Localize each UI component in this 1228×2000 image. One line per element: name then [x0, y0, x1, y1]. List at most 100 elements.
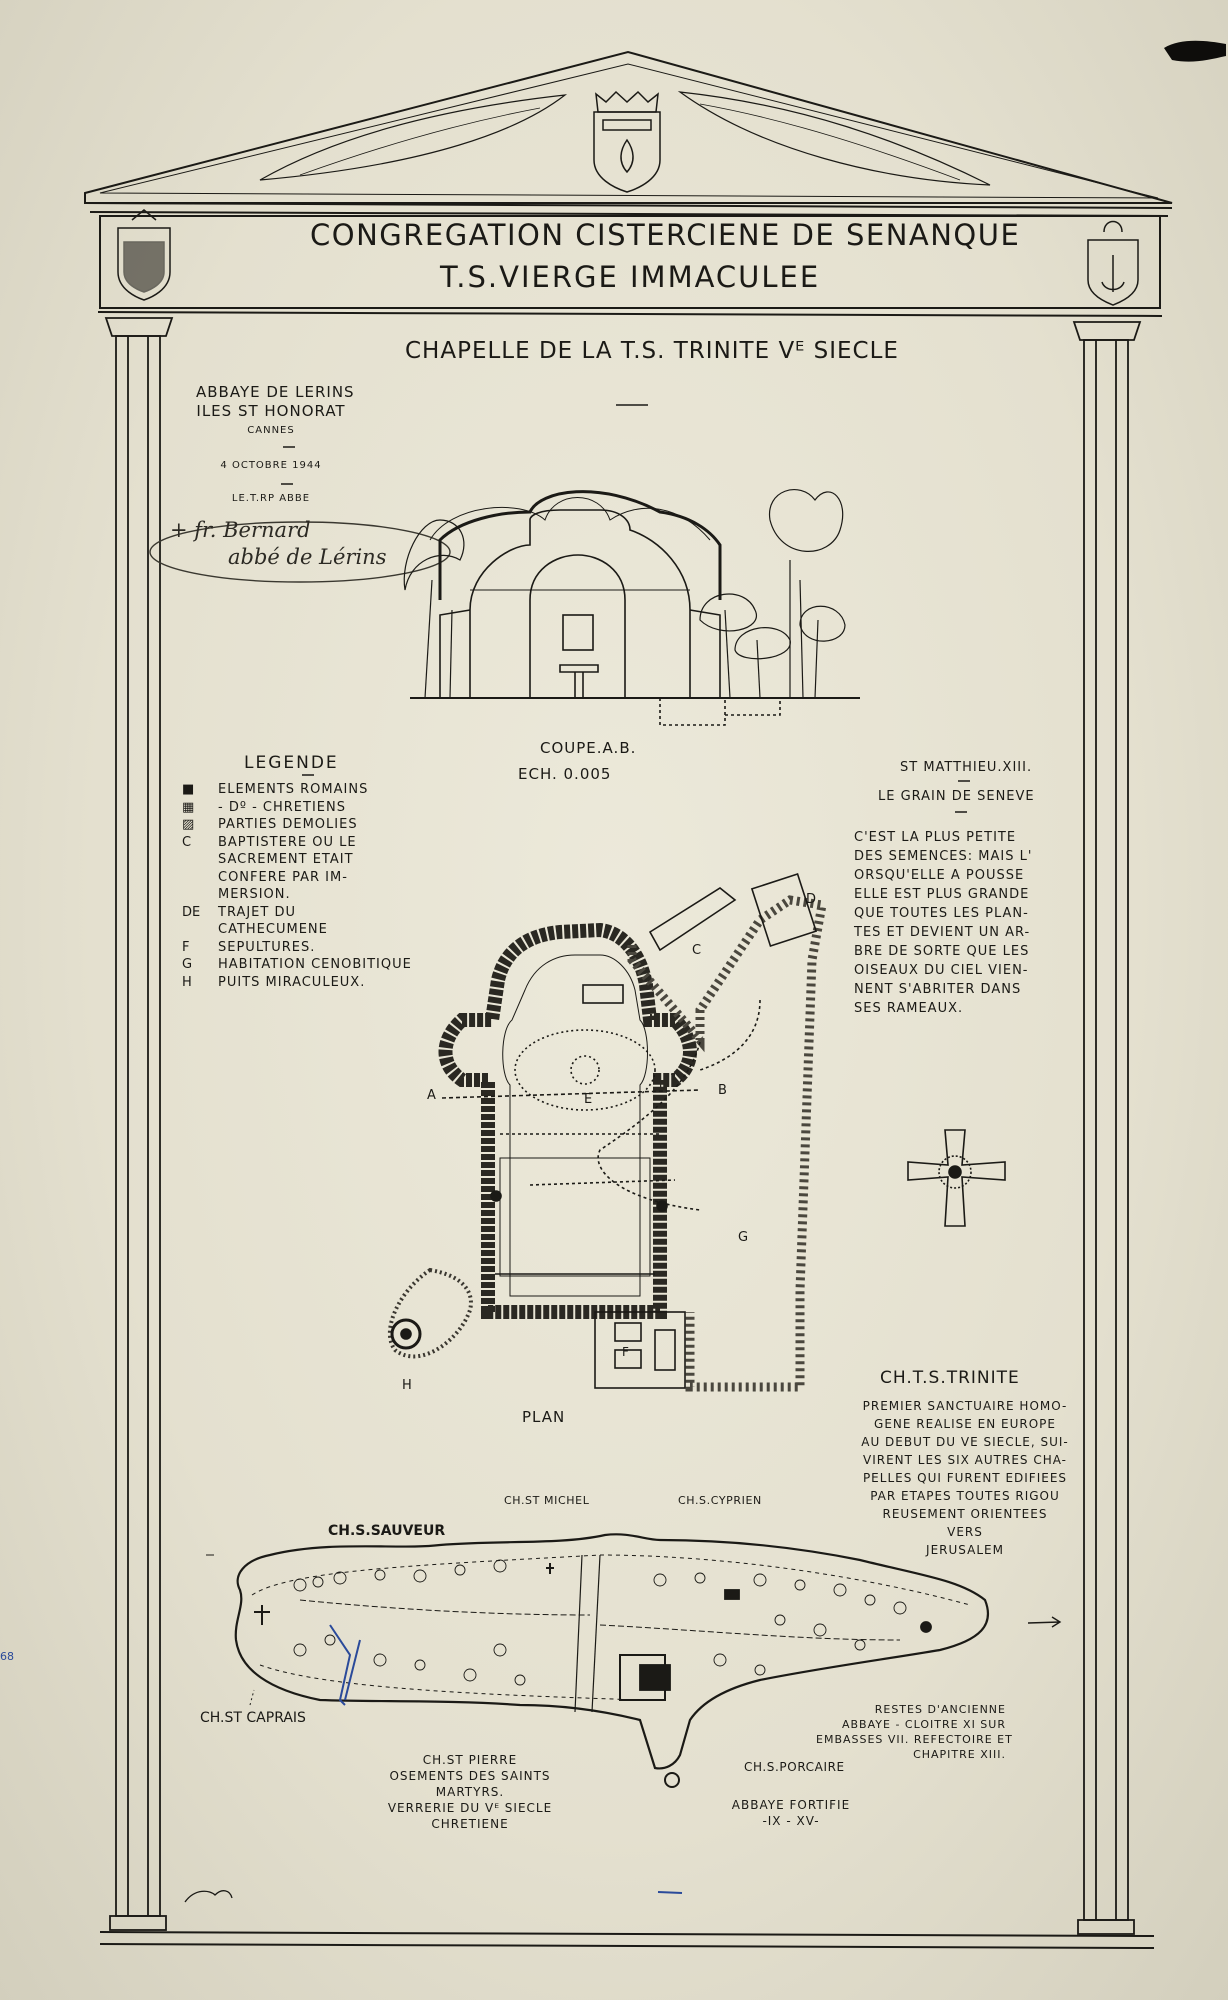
trinite-line: VIRENT LES SIX AUTRES CHA-	[862, 1453, 1068, 1467]
plan-letter-c: C	[692, 943, 702, 958]
pierre-line: VERRERIE DU Vᴱ SIECLE	[387, 1801, 553, 1815]
legend-item: DE TRAJET DU	[182, 905, 482, 922]
legend-text: CONFERE PAR IM-	[218, 869, 348, 885]
trinite-line: PREMIER SANCTUAIRE HOMO-	[862, 1399, 1068, 1413]
restes-line: RESTES D'ANCIENNE	[874, 1703, 1006, 1716]
legend-key: ▦	[182, 799, 195, 815]
quote-line: DES SEMENCES: MAIS L'	[854, 849, 1033, 864]
fortifie-line: -IX - XV-	[762, 1814, 820, 1828]
left-crest	[117, 209, 171, 301]
island-map	[206, 1533, 1062, 1788]
legend-text: PARTIES DEMOLIES	[218, 817, 358, 832]
quote-line: OISEAUX DU CIEL VIEN-	[854, 963, 1029, 978]
trinite-line: JERUSALEM	[926, 1543, 1004, 1557]
trinite-line: REUSEMENT ORIENTEES	[882, 1507, 1048, 1521]
plan-letter-d: D	[806, 892, 817, 907]
quote-heading: LE GRAIN DE SENEVE	[878, 789, 1035, 804]
legend-text: SEPULTURES.	[218, 939, 316, 955]
legend-text: ELEMENTS ROMAINS	[218, 782, 369, 797]
abbot-signature-line-2: abbé de Lérins	[228, 545, 387, 569]
legend-text: HABITATION CENOBITIQUE	[218, 957, 412, 972]
legend-text: TRAJET DU	[218, 904, 296, 920]
signature-loop	[149, 521, 451, 583]
trinite-body: PREMIER SANCTUAIRE HOMO-GENE REALISE EN …	[840, 1397, 1090, 1559]
right-crest	[1087, 220, 1139, 306]
legend-item: C BAPTISTERE OU LE	[182, 835, 482, 852]
quote-line: ORSQU'ELLE A POUSSE	[854, 868, 1025, 883]
legend-item: MERSION.	[182, 887, 482, 904]
blue-mark	[657, 1891, 683, 1894]
chapel-plan-drawing	[388, 873, 828, 1392]
abbey-name: ABBAYE DE LERINS	[196, 383, 355, 401]
fortifie-line: ABBAYE FORTIFIE	[731, 1798, 851, 1812]
label-abbaye-fortifie: ABBAYE FORTIFIE -IX - XV-	[716, 1797, 866, 1829]
trinite-line: AU DEBUT DU VE SIECLE, SUI-	[861, 1435, 1069, 1449]
quote-line: NENT S'ABRITER DANS	[854, 982, 1022, 997]
quote-line: TES ET DEVIENT UN AR-	[854, 925, 1031, 940]
legend-item: F SEPULTURES.	[182, 940, 482, 957]
restes-line: CHAPITRE XIII.	[913, 1748, 1006, 1761]
label-restes-abbaye: RESTES D'ANCIENNE ABBAYE - CLOITRE XI SUR…	[816, 1702, 1012, 1762]
legend-title: LEGENDE	[244, 753, 339, 773]
legend-text: PUITS MIRACULEUX.	[218, 974, 366, 990]
label-ch-s-porcaire: CH.S.PORCAIRE	[744, 1760, 845, 1774]
coupe-scale: ECH. 0.005	[518, 765, 612, 783]
trinite-title: CH.T.S.TRINITE	[880, 1368, 1020, 1388]
legend-item: ▦ - Dº - CHRETIENS	[182, 800, 482, 817]
title-line-2: T.S.VIERGE IMMACULEE	[440, 260, 821, 294]
quote-line: ELLE EST PLUS GRANDE	[854, 887, 1030, 902]
ink-blot	[1164, 40, 1226, 62]
entablature	[97, 215, 1163, 317]
artist-monogram	[184, 1890, 233, 1903]
base	[99, 1931, 1155, 1949]
legend-text: SACREMENT ETAIT	[218, 852, 354, 867]
quote-line: BRE DE SORTE QUE LES	[854, 944, 1030, 959]
trinite-line: VERS	[947, 1525, 983, 1539]
quote-line: SES RAMEAUX.	[854, 1001, 964, 1016]
pierre-line: CHRETIENE	[431, 1817, 509, 1831]
legend-key: ▨	[182, 817, 195, 832]
abbey-city: CANNES	[247, 425, 295, 436]
label-ch-st-michel: CH.ST MICHEL	[504, 1494, 590, 1507]
abbey-date: 4 OCTOBRE 1944	[220, 460, 322, 471]
pediment-crest	[593, 90, 661, 193]
pierre-line: MARTYRS.	[435, 1785, 505, 1799]
legend-key: C	[182, 834, 192, 850]
dividers	[281, 404, 970, 813]
plan-letter-f: F	[622, 1345, 629, 1359]
trinite-line: PAR ETAPES TOUTES RIGOU	[870, 1489, 1060, 1503]
compass-rose	[907, 1129, 1006, 1227]
label-ch-st-caprais: CH.ST CAPRAIS	[200, 1710, 306, 1726]
margin-number: 68	[0, 1650, 14, 1663]
coupe-label: COUPE.A.B.	[540, 739, 637, 757]
legend-text: CATHECUMENE	[218, 922, 328, 937]
pierre-line: OSEMENTS DES SAINTS	[389, 1769, 551, 1783]
plan-letter-g: G	[738, 1230, 749, 1245]
legend-item: CONFERE PAR IM-	[182, 870, 482, 887]
legend-item: ▨ PARTIES DEMOLIES	[182, 817, 482, 834]
legend-key: ■	[182, 782, 195, 797]
chapel-section-drawing	[403, 489, 860, 726]
plan-letter-b: B	[718, 1083, 727, 1098]
legend-key: F	[182, 939, 190, 955]
left-column	[104, 317, 174, 1931]
legend-item: CATHECUMENE	[182, 922, 482, 939]
legend-text: - Dº - CHRETIENS	[218, 799, 346, 815]
abbey-abbot: LE.T.RP ABBE	[231, 493, 311, 504]
quote-line: C'EST LA PLUS PETITE	[854, 830, 1017, 845]
legend-item: SACREMENT ETAIT	[182, 852, 482, 869]
legend-key: H	[182, 974, 192, 990]
right-column	[1072, 321, 1142, 1935]
legend-text: MERSION.	[218, 887, 291, 902]
chapel-subtitle: CHAPELLE DE LA T.S. TRINITE Vᴱ SIECLE	[405, 338, 899, 364]
abbey-island: ILES ST HONORAT	[196, 402, 346, 420]
plan-letter-a: A	[427, 1088, 436, 1103]
legend-text: BAPTISTERE OU LE	[218, 834, 357, 850]
plan-letter-h: H	[402, 1378, 412, 1393]
plan-label: PLAN	[522, 1408, 566, 1426]
legend-key: DE	[182, 904, 201, 920]
restes-line: ABBAYE - CLOITRE XI SUR	[841, 1718, 1006, 1731]
